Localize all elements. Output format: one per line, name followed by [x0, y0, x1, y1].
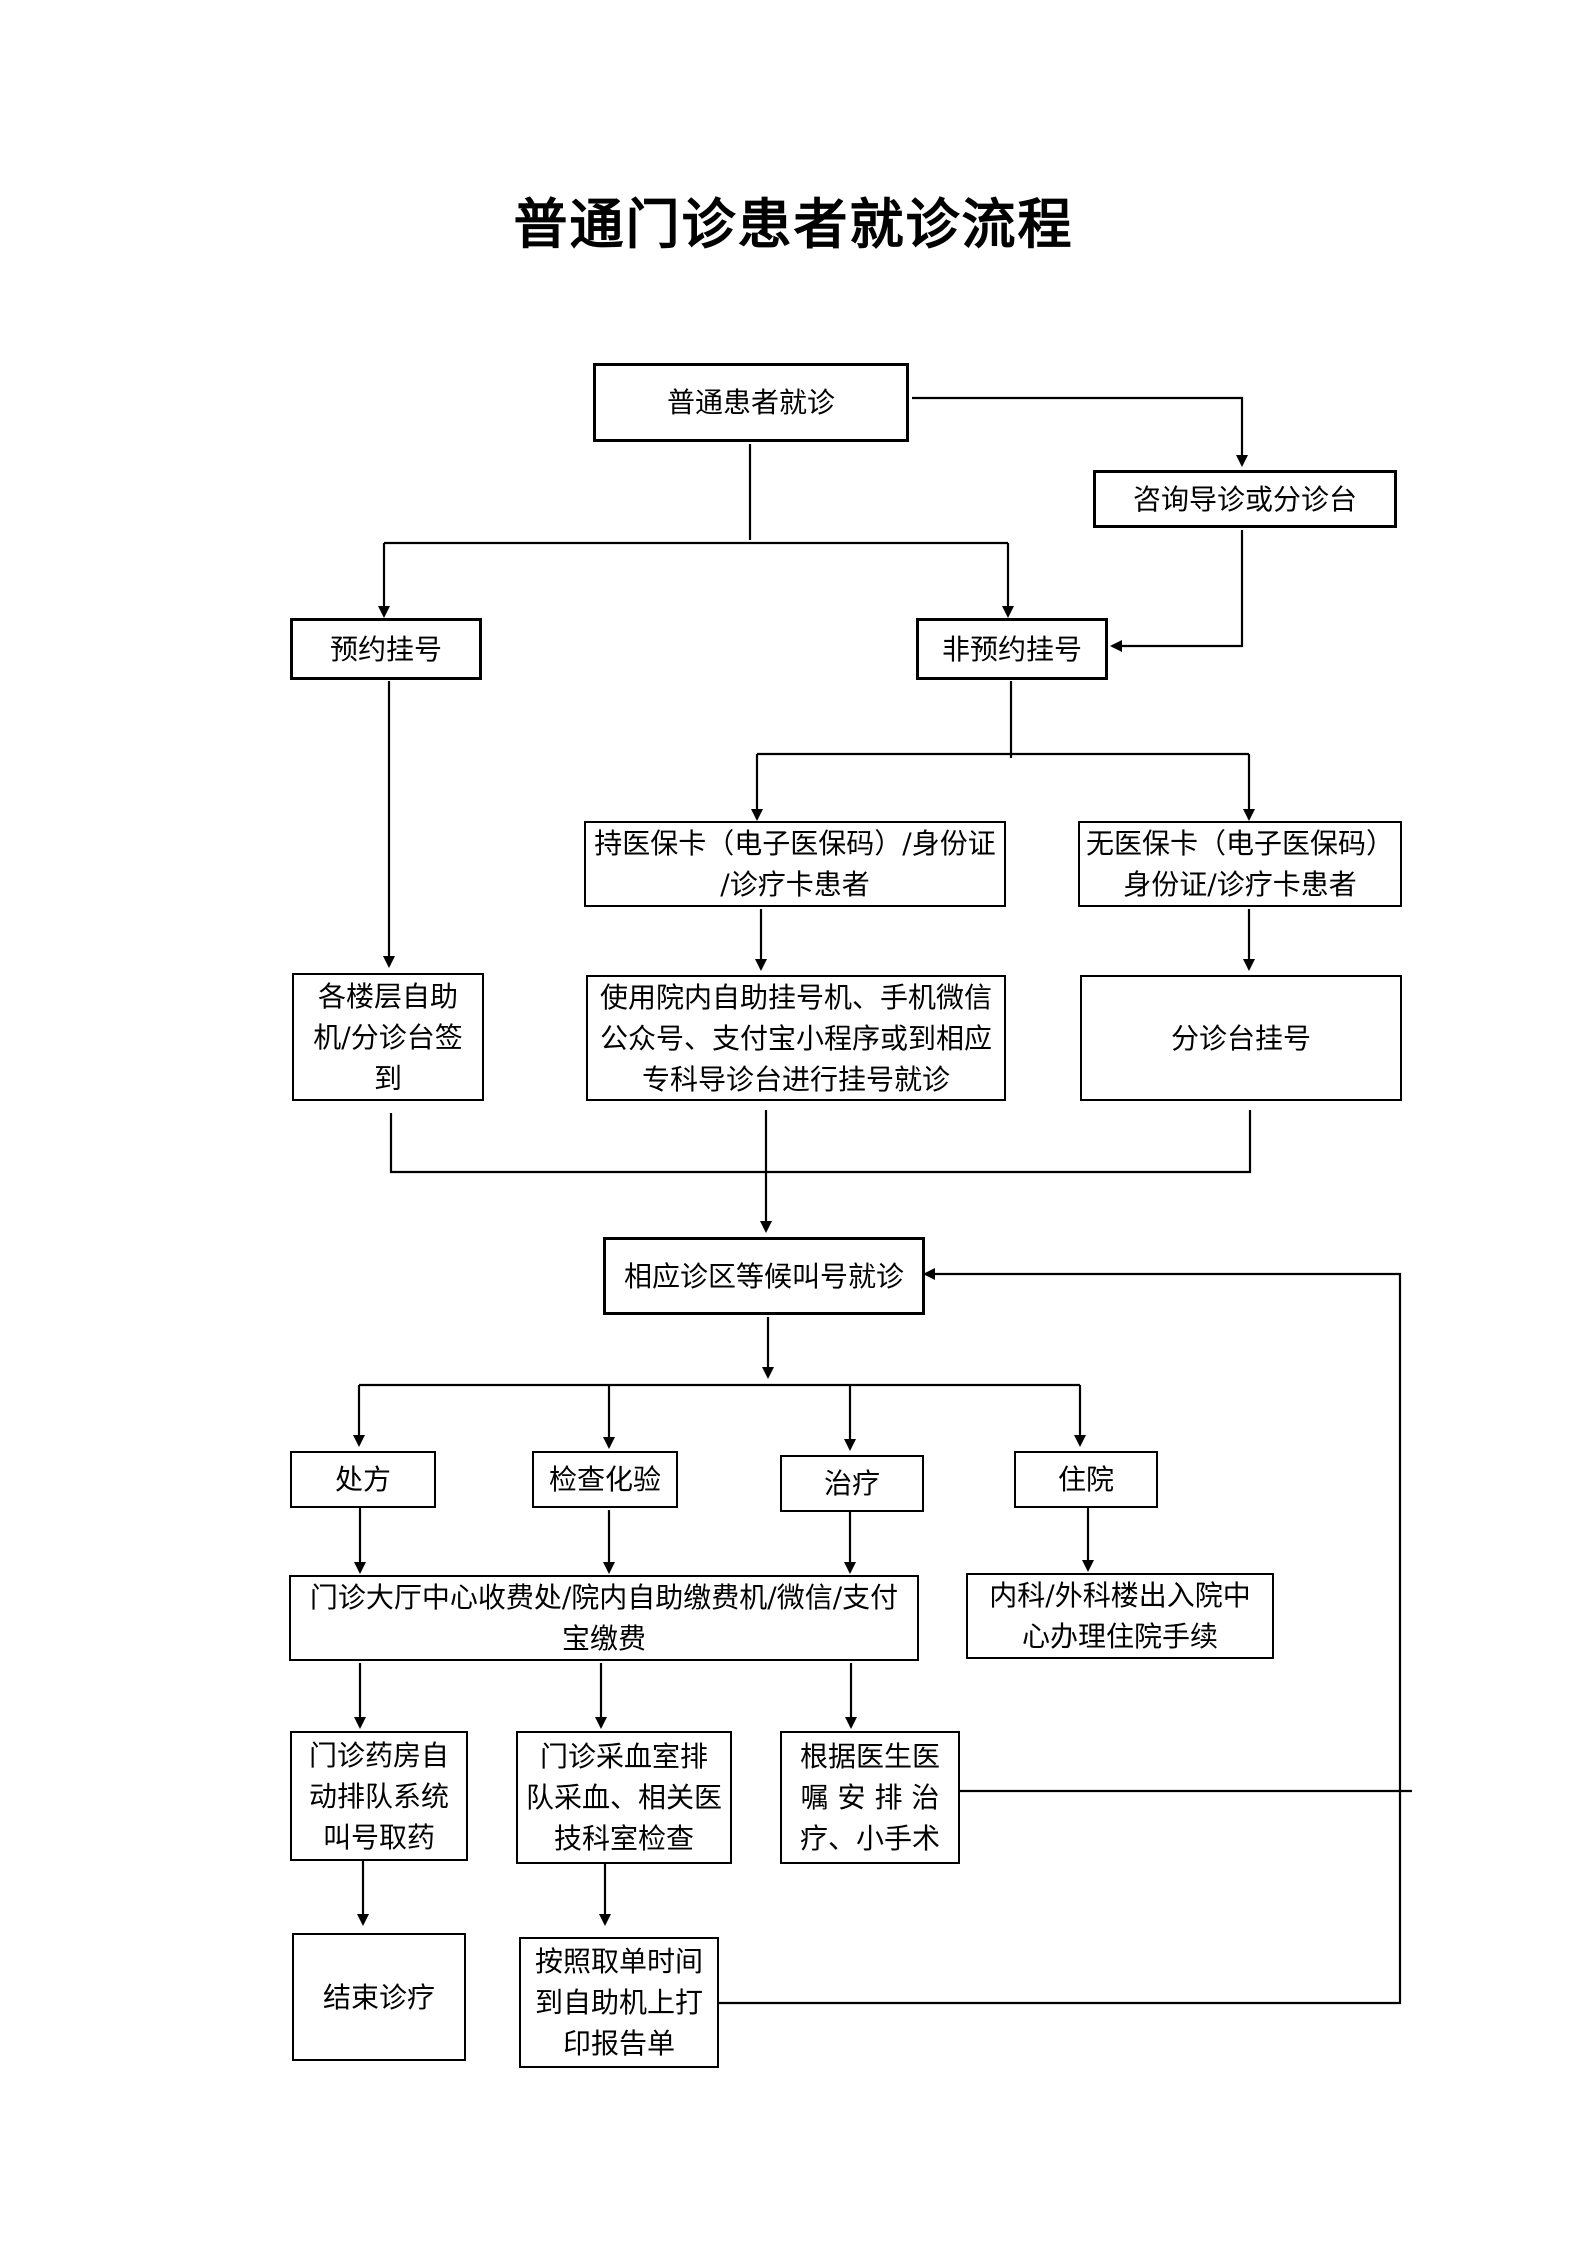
node-hospitalization: 住院	[1014, 1451, 1158, 1508]
node-without-card: 无医保卡（电子医保码） 身份证/诊疗卡患者	[1078, 821, 1402, 907]
node-start: 普通患者就诊	[593, 363, 909, 442]
line-merge-left	[389, 1113, 766, 1174]
node-pharmacy: 门诊药房自 动排队系统 叫号取药	[290, 1731, 468, 1861]
node-appointment: 预约挂号	[290, 618, 482, 680]
page-title: 普通门诊患者就诊流程	[513, 192, 1074, 256]
node-floor-checkin: 各楼层自助 机/分诊台签 到	[292, 973, 484, 1101]
node-non-appointment: 非预约挂号	[916, 618, 1108, 680]
node-desk-register: 分诊台挂号	[1080, 975, 1402, 1101]
node-exam-lab: 检查化验	[532, 1451, 678, 1508]
node-doctor-orders: 根据医生医 嘱 安 排 治 疗、小手术	[780, 1731, 960, 1864]
node-treatment: 治疗	[780, 1455, 924, 1512]
node-with-card: 持医保卡（电子医保码）/身份证 /诊疗卡患者	[584, 821, 1006, 907]
node-consult: 咨询导诊或分诊台	[1093, 470, 1397, 528]
node-wait-call: 相应诊区等候叫号就诊	[603, 1237, 925, 1315]
node-self-register: 使用院内自助挂号机、手机微信 公众号、支付宝小程序或到相应 专科导诊台进行挂号就…	[586, 975, 1006, 1101]
line-merge-right	[766, 1110, 1252, 1174]
arrow-report-feedback-to-wait	[717, 1268, 1402, 2005]
node-payment: 门诊大厅中心收费处/院内自助缴费机/微信/支付 宝缴费	[289, 1575, 919, 1661]
arrow-start-to-consult	[912, 396, 1248, 467]
arrow-consult-to-non-appointment	[1110, 530, 1244, 652]
node-print-report: 按照取单时间 到自助机上打 印报告单	[519, 1937, 719, 2068]
node-end: 结束诊疗	[292, 1933, 466, 2061]
node-prescription: 处方	[290, 1451, 436, 1508]
node-admission: 内科/外科楼出入院中 心办理住院手续	[966, 1573, 1274, 1659]
node-blood-draw: 门诊采血室排 队采血、相关医 技科室检查	[516, 1731, 732, 1864]
